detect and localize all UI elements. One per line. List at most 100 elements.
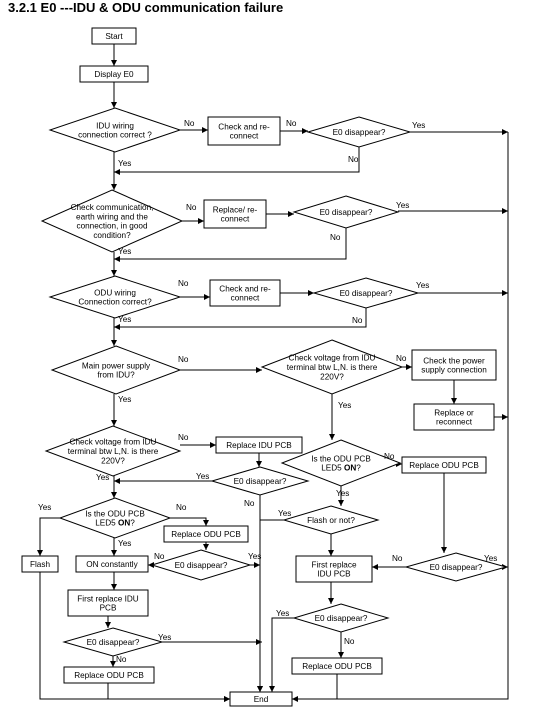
node-text: E0 disappear?	[175, 561, 228, 570]
node-text: Is the ODU PCB	[311, 454, 371, 463]
node-r7: Replace ODU PCB	[401, 456, 487, 474]
edge-label-no: No	[178, 433, 189, 442]
node-d11: E0 disappear?	[404, 552, 508, 582]
node-flash: Flash	[21, 555, 59, 573]
node-text: Replace or	[434, 408, 474, 417]
edge-label-yes: Yes	[96, 473, 109, 482]
process-box	[75, 555, 149, 573]
node-text: E0 disappear?	[234, 477, 287, 486]
process-box	[401, 456, 487, 474]
node-text: Check voltage from IDU	[70, 438, 157, 447]
decision-diamond	[48, 107, 182, 153]
node-text: First replace IDU	[77, 594, 139, 603]
decision-diamond	[260, 339, 404, 395]
edge-label-no: No	[116, 655, 127, 664]
node-text: LED5 ON?	[95, 519, 135, 528]
node-r13: Replace ODU PCB	[291, 657, 383, 675]
edge-label-yes: Yes	[38, 503, 51, 512]
edge-label-no: No	[186, 203, 197, 212]
decision-diamond	[210, 466, 310, 496]
node-text: connect	[231, 294, 260, 303]
process-box	[215, 436, 303, 454]
edge-label-yes: Yes	[484, 554, 497, 563]
edge-label-no: No	[178, 279, 189, 288]
decision-diamond	[44, 425, 182, 477]
node-d2: Check communication,earth wiring and the…	[40, 189, 184, 253]
connector	[269, 617, 294, 692]
edge-label-yes: Yes	[412, 121, 425, 130]
node-text: from IDU?	[97, 371, 135, 380]
node-text: connection, in good	[76, 222, 147, 231]
process-box	[21, 555, 59, 573]
node-text: Check communication,	[71, 203, 154, 212]
node-d9: E0 disappear?	[150, 549, 252, 581]
node-end: End	[229, 691, 293, 707]
node-text: E0 disappear?	[430, 563, 483, 572]
edge-label-no: No	[178, 355, 189, 364]
edge-label-no: No	[392, 554, 403, 563]
decision-diamond	[58, 497, 172, 539]
node-text: E0 disappear?	[340, 289, 393, 298]
node-text: Flash or not?	[307, 516, 355, 525]
edge-label-no: No	[154, 552, 165, 561]
node-text: LED5 ON?	[321, 464, 361, 473]
node-text: Replace/ re-	[213, 205, 258, 214]
edge-label-yes: Yes	[196, 472, 209, 481]
node-text: Display E0	[94, 70, 134, 79]
node-text: IDU wiring	[96, 121, 134, 130]
node-r12: Replace ODU PCB	[63, 666, 155, 684]
node-d12: E0 disappear?	[62, 627, 164, 657]
edge-label-no: No	[176, 503, 187, 512]
node-text: Flash	[30, 560, 50, 569]
node-text: 220V?	[320, 372, 344, 381]
process-box	[295, 555, 373, 583]
decision-diamond	[50, 345, 182, 395]
decision-diamond	[292, 603, 390, 633]
node-r6: Replace IDU PCB	[215, 436, 303, 454]
connector	[114, 308, 367, 330]
node-text: Check the power	[423, 356, 485, 365]
node-text: reconnect	[436, 418, 473, 427]
node-text: earth wiring and the	[76, 212, 148, 221]
node-text: Connection correct?	[78, 298, 152, 307]
node-text: E0 disappear?	[87, 638, 140, 647]
edge-label-yes: Yes	[338, 401, 351, 410]
node-text: connection correct ?	[78, 131, 152, 140]
node-text: First replace	[311, 560, 356, 569]
connector	[114, 228, 347, 262]
node-text: Check voltage from IDU	[289, 354, 376, 363]
node-text: terminal btw L,N. is there	[68, 447, 159, 456]
node-text: 220V?	[101, 456, 125, 465]
edge-label-yes: Yes	[118, 247, 131, 256]
node-d2b: E0 disappear?	[292, 195, 400, 229]
process-box	[91, 27, 137, 45]
edge-label-no: No	[330, 233, 341, 242]
node-text: Main power supply	[82, 361, 151, 370]
node-text: ON constantly	[86, 560, 138, 569]
decision-diamond	[404, 552, 508, 582]
edge-label-no: No	[384, 452, 395, 461]
edge-label-no: No	[396, 354, 407, 363]
node-r1: Check and re-connect	[207, 116, 281, 146]
connector	[292, 132, 509, 700]
process-box	[229, 691, 293, 707]
edge-label-yes: Yes	[276, 609, 289, 618]
decision-diamond	[312, 277, 420, 309]
node-text: E0 disappear?	[315, 614, 368, 623]
edge-label-yes: Yes	[248, 552, 261, 561]
node-text: Replace ODU PCB	[171, 530, 241, 539]
connector	[37, 517, 60, 556]
node-d13: E0 disappear?	[292, 603, 390, 633]
decision-diamond	[48, 275, 182, 319]
node-text: Replace ODU PCB	[409, 461, 479, 470]
edge-label-yes: Yes	[416, 281, 429, 290]
decision-diamond	[62, 627, 164, 657]
node-start: Start	[91, 27, 137, 45]
edge-label-yes: Yes	[396, 201, 409, 210]
